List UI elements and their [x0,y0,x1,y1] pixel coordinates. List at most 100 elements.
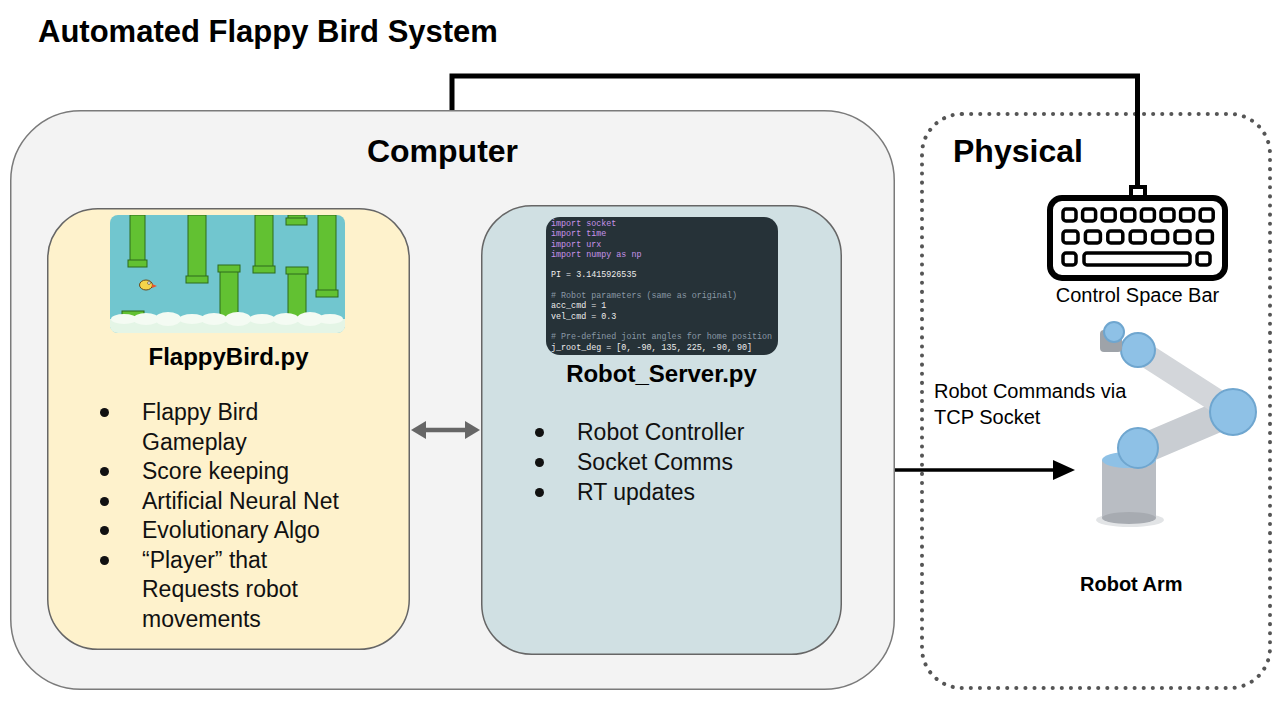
bullet-dot [100,408,109,417]
connector [895,460,1075,480]
bullet-dot [100,526,109,535]
key [1102,209,1115,221]
bullet-item: Flappy Bird Gameplay [100,398,367,457]
robot-arm: Robot Arm [1078,320,1268,605]
key [1200,209,1213,221]
key [1063,231,1078,243]
cloud [201,313,227,325]
process-box: import socketimport timeimport urximport… [481,205,842,655]
bullet-text: Flappy Bird Gameplay [142,398,367,457]
bullet-text: Evolutionary Algo [142,516,367,546]
bullet-item: Score keeping [100,457,367,487]
pipe-cap [218,265,240,272]
key [1063,253,1076,265]
key [1197,253,1210,265]
bullet-text: Artificial Neural Net [142,487,367,517]
bullet-item: Artificial Neural Net [100,487,367,517]
process-box-outline [48,209,410,650]
pipe [318,215,336,291]
bullet-list: Robot ControllerSocket CommsRT updates [535,417,815,507]
bird [140,280,153,290]
pipe [255,215,273,267]
bullet-text: Robot Controller [577,417,815,447]
connector-line [423,428,468,433]
code-line: import urx [551,240,775,250]
pipe-cap [186,276,208,283]
arm-joint [1104,322,1124,342]
pipe [130,215,145,261]
node-text: Physical [953,132,1253,170]
bullet-text: “Player” that Requests robot movements [142,546,367,635]
node-text: Robot Arm [1080,572,1260,596]
pipe [188,215,206,277]
code-panel: import socketimport timeimport urximport… [546,217,778,355]
bird-beak [152,284,157,288]
bullet-dot [100,497,109,506]
bullet-item: RT updates [535,477,815,507]
bullet-dot [100,556,109,565]
arrow-head [465,421,480,439]
key [1141,209,1154,221]
key [1108,231,1123,243]
game-screenshot [110,215,345,333]
bird-eye [148,282,151,285]
key [1085,231,1100,243]
key [1181,209,1194,221]
code-line: vel_cmd = 0.3 [551,312,775,322]
bullet-text: Socket Comms [577,447,815,477]
sky [110,215,345,333]
cloud [155,312,181,326]
node-text: FlappyBird.py [47,342,410,372]
code-line: import socket [551,219,775,229]
keyboard: Control Space Bar [1045,185,1230,309]
connector [411,421,480,439]
node-text: Computer [10,132,875,170]
connector-line [895,468,1057,472]
arm-base [1102,460,1156,518]
computer-box-outline [11,111,895,690]
arm-joint [1210,389,1256,435]
pipe-cap [128,260,147,267]
robot-arm-figure [1078,320,1268,535]
key [1153,231,1168,243]
code-line: # Robot parameters (same as original) [551,291,775,301]
bullet-dot [535,488,544,497]
node-text: Robot_Server.py [481,359,842,389]
node-text: Control Space Bar [1045,283,1230,307]
bullet-item: Evolutionary Algo [100,516,367,546]
arrow-head [411,421,426,439]
cloud [225,312,251,326]
bullet-text: Score keeping [142,457,367,487]
key [1197,231,1212,243]
arm-base [1102,512,1156,524]
key [1175,231,1190,243]
key [1063,209,1076,221]
key [1083,209,1096,221]
diagram-title: Automated Flappy Bird System [38,14,498,50]
bullet-dot [535,428,544,437]
pipe-cap [253,266,275,273]
process-box-outline [482,206,842,655]
code-line: j_root_deg = [0, -90, 135, 225, -90, 90] [551,343,775,353]
code-line: import numpy as np [551,250,775,260]
bullet-dot [100,467,109,476]
bullet-dot [535,458,544,467]
code-line: # Pre-defined joint angles for home posi… [551,332,775,342]
arm-joint [1118,428,1158,468]
process-box: FlappyBird.pyFlappy Bird GameplayScore k… [47,208,410,650]
pipe-cap [286,267,308,274]
code-line: acc_cmd = 1 [551,301,775,311]
bullet-item: Socket Comms [535,447,815,477]
key [1084,253,1190,265]
key [1122,209,1135,221]
computer-box: ComputerFlappyBird.pyFlappy Bird Gamepla… [10,110,895,690]
key [1161,209,1174,221]
pipe-cap [316,290,338,297]
edge-label: Robot Commands via TCP Socket [934,378,1149,430]
bullet-item: Robot Controller [535,417,815,447]
bullet-list: Flappy Bird GameplayScore keepingArtific… [100,398,367,634]
pipe-cap [286,218,307,225]
key [1130,231,1145,243]
arrow-head [1053,460,1075,480]
